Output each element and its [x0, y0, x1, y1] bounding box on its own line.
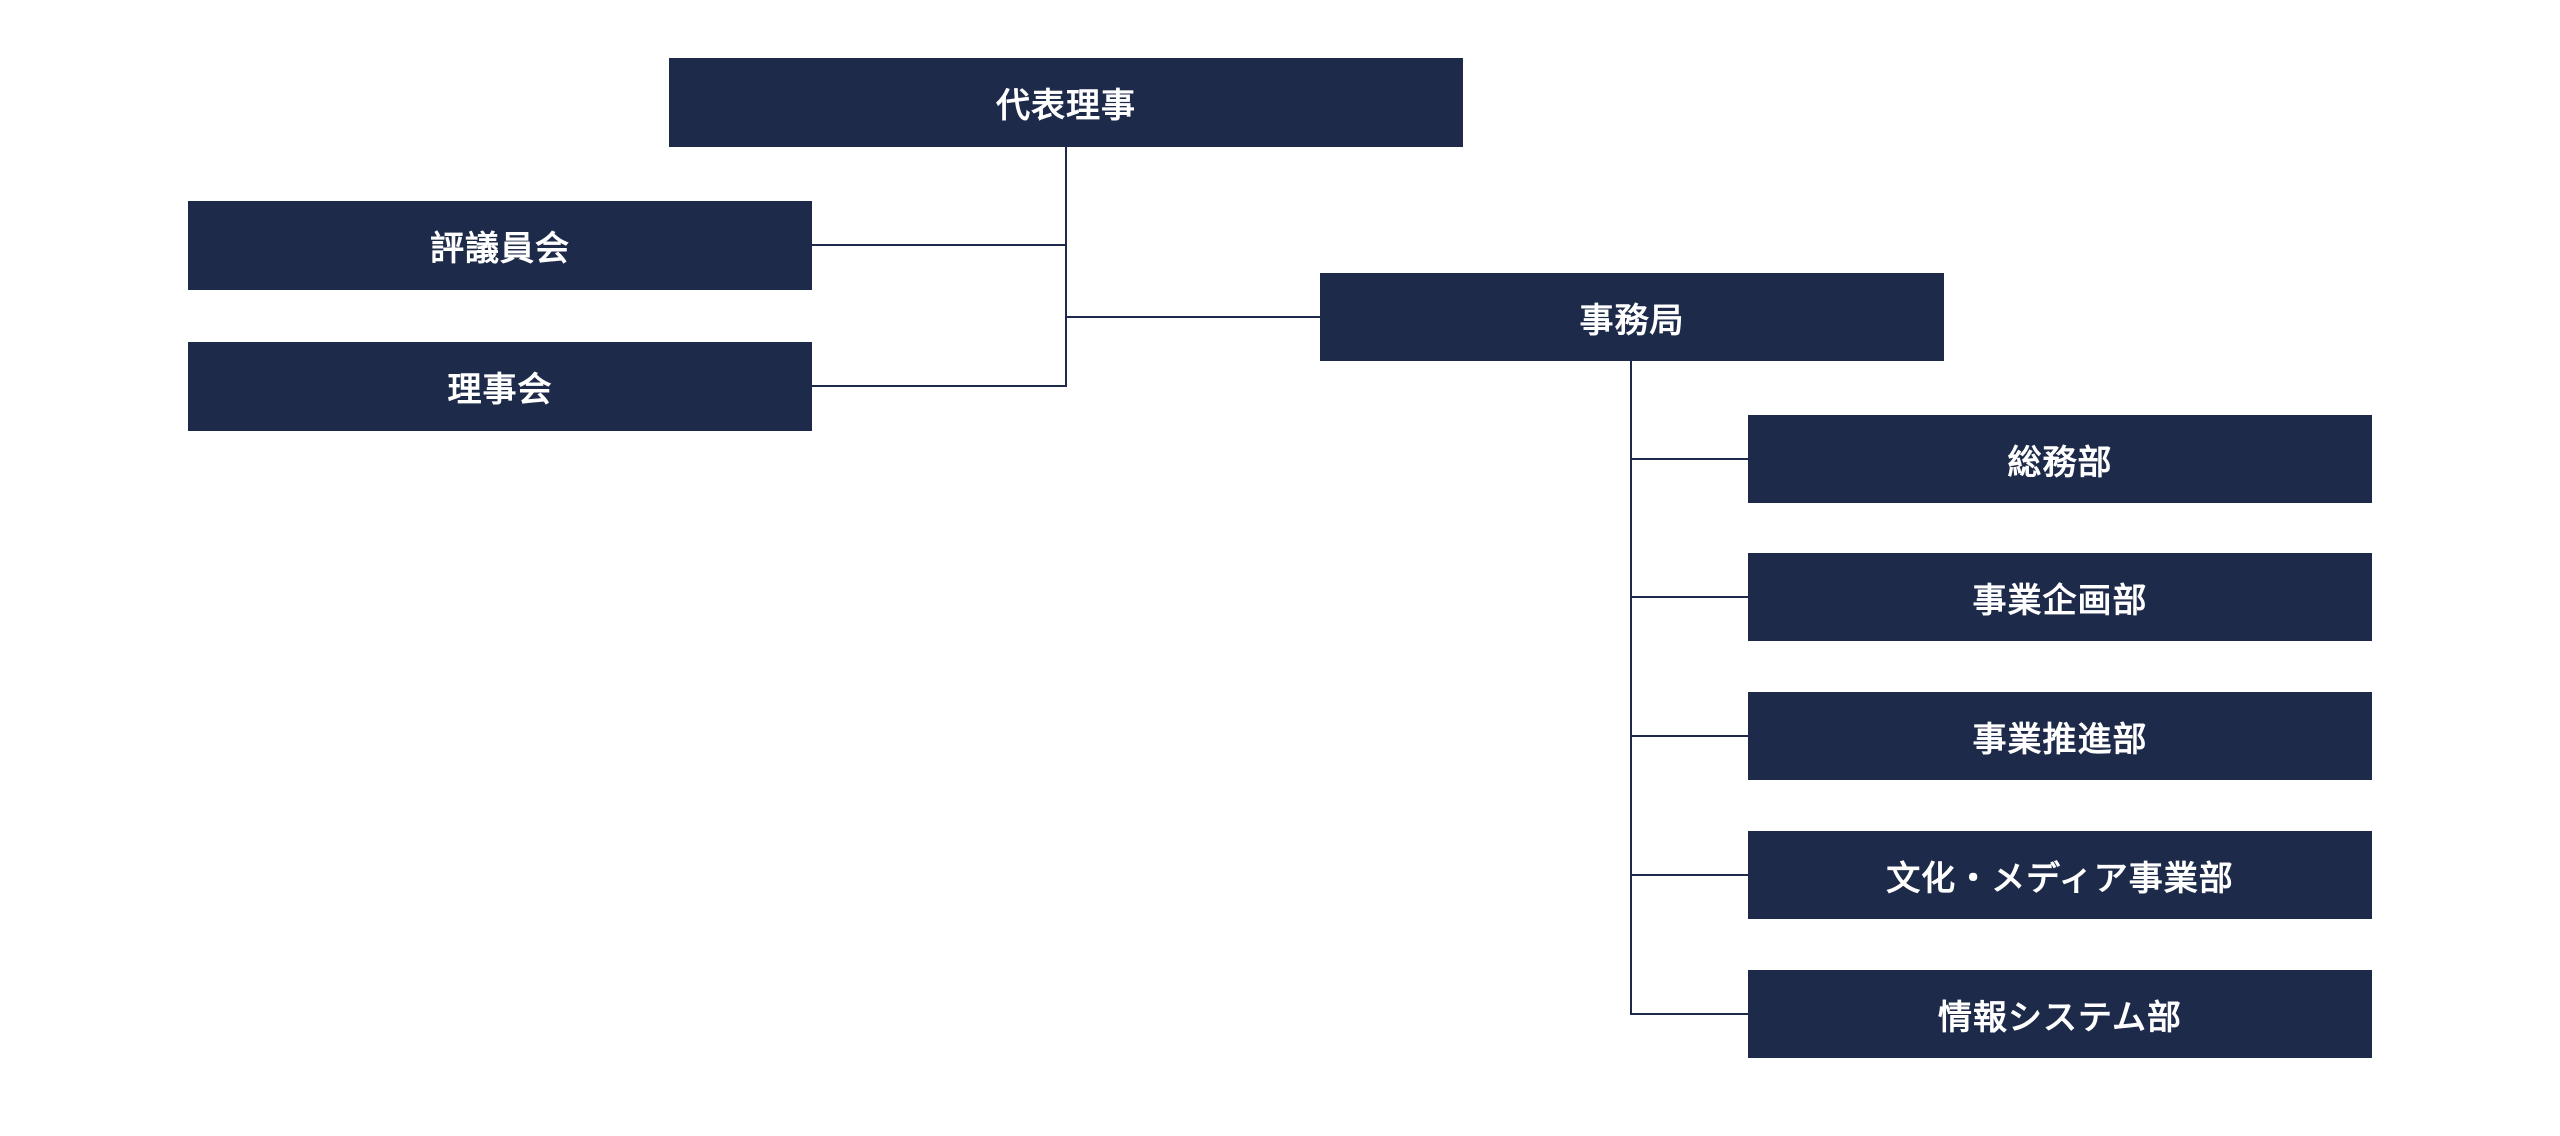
- connector-secretariat-trunk: [1630, 361, 1632, 1015]
- connector-council-2: [812, 385, 1067, 387]
- node-department-planning: 事業企画部: [1748, 553, 2372, 641]
- connector-department-3: [1630, 735, 1748, 737]
- node-department-general-affairs: 総務部: [1748, 415, 2372, 503]
- connector-top-trunk: [1065, 147, 1067, 387]
- connector-council-1: [812, 244, 1067, 246]
- connector-department-1: [1630, 458, 1748, 460]
- node-department-culture-media: 文化・メディア事業部: [1748, 831, 2372, 919]
- node-council-councillors: 評議員会: [188, 201, 812, 290]
- node-representative-director: 代表理事: [669, 58, 1463, 147]
- connector-secretariat: [1065, 316, 1320, 318]
- connector-department-5: [1630, 1013, 1748, 1015]
- connector-department-2: [1630, 596, 1748, 598]
- node-department-promotion: 事業推進部: [1748, 692, 2372, 780]
- connector-department-4: [1630, 874, 1748, 876]
- node-council-board: 理事会: [188, 342, 812, 431]
- node-department-information-systems: 情報システム部: [1748, 970, 2372, 1058]
- node-secretariat: 事務局: [1320, 273, 1944, 361]
